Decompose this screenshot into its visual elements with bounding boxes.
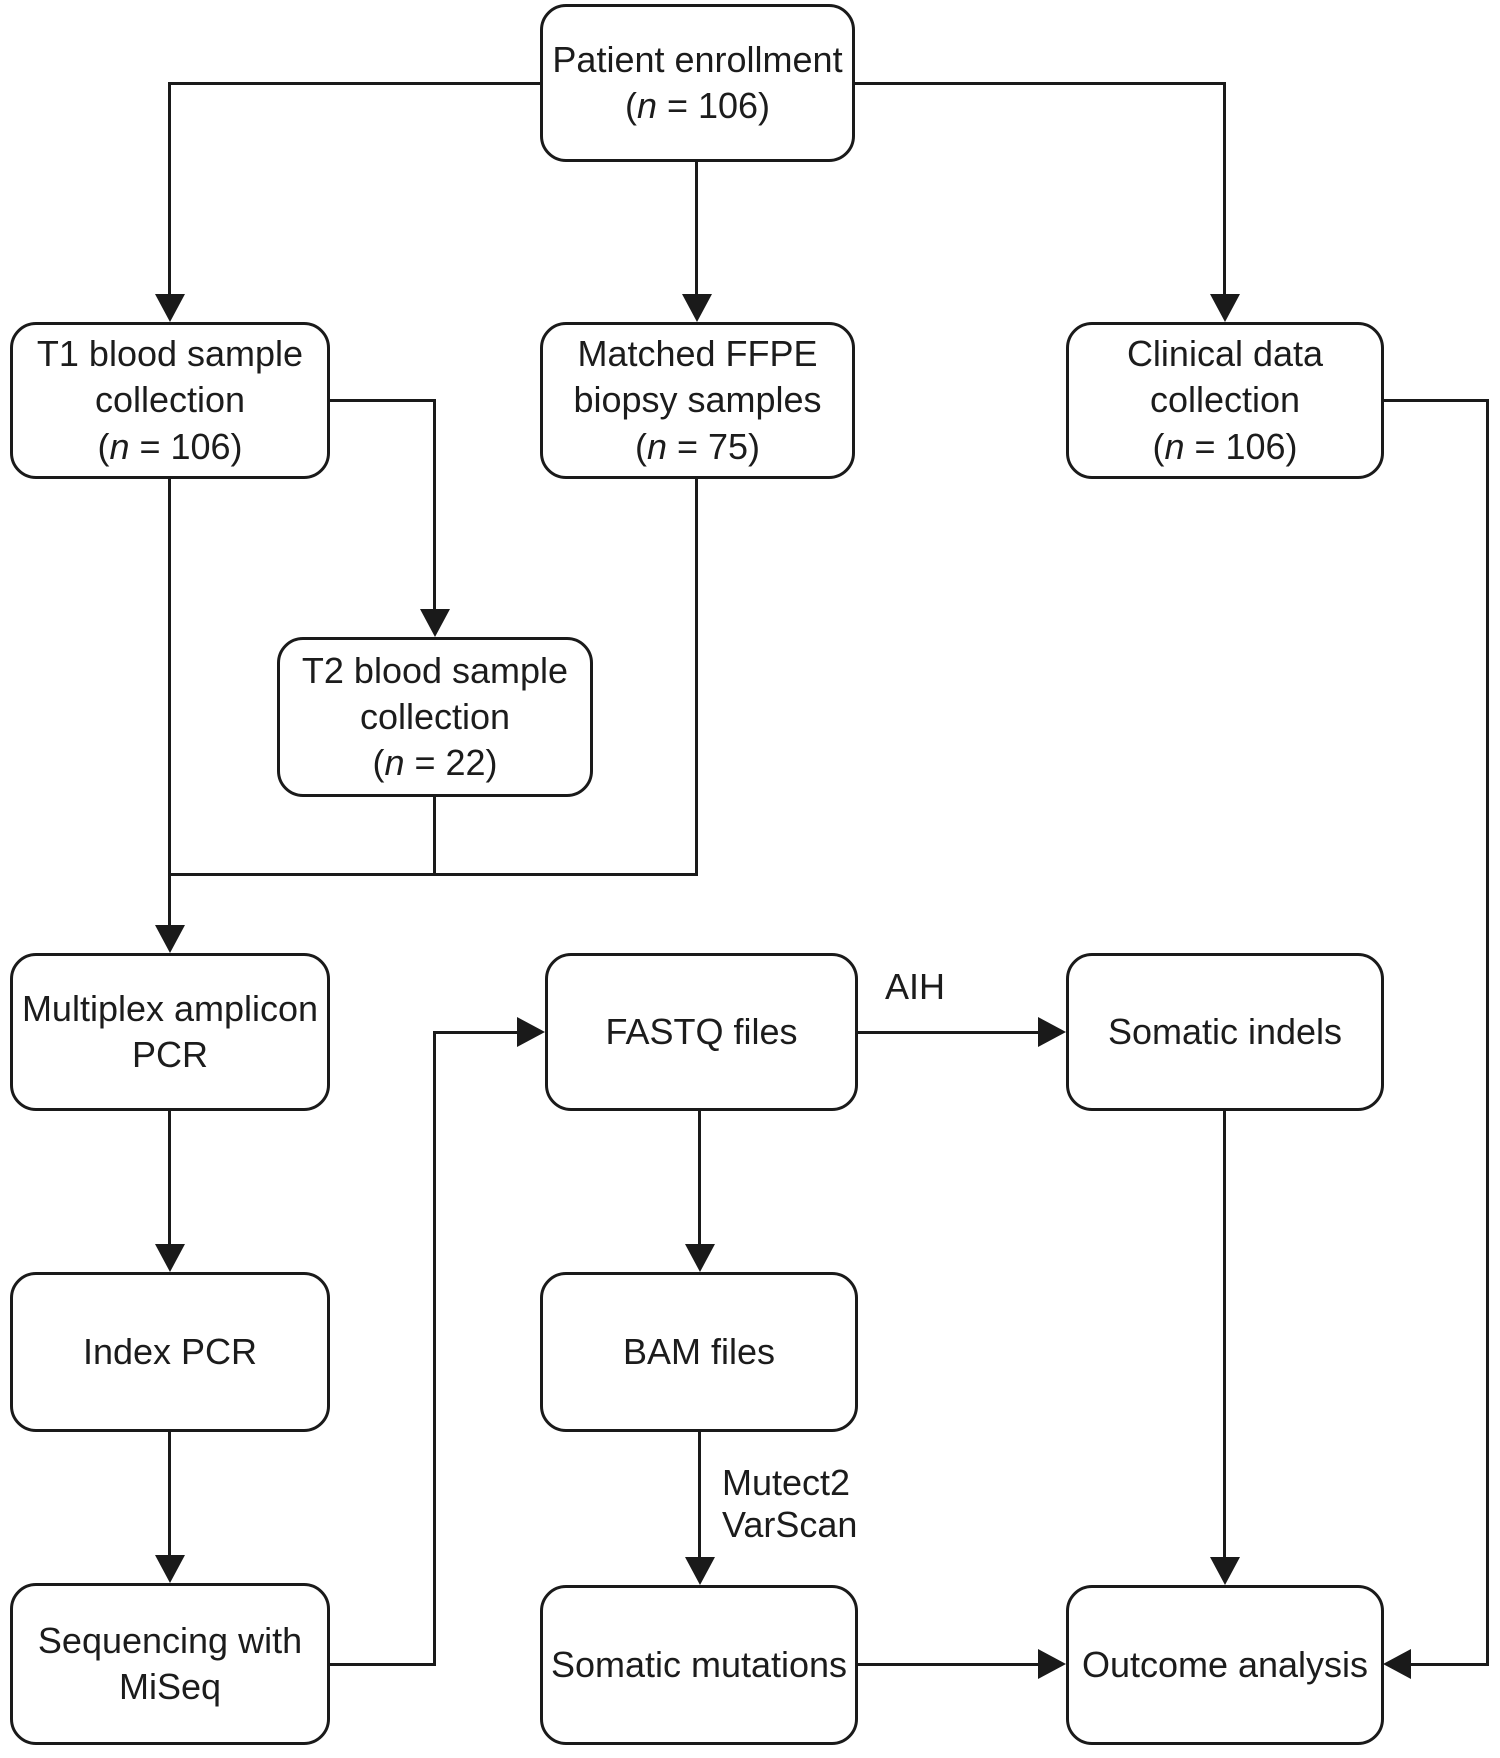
node-label: MiSeq — [118, 1666, 222, 1707]
arrowhead-into-ffpe — [682, 294, 712, 322]
node-label: Matched FFPE — [577, 333, 818, 375]
arrowhead-into-fastq — [517, 1017, 545, 1047]
node-label: Somatic mutations — [550, 1643, 848, 1685]
arrowhead-into-outcome-left — [1038, 1649, 1066, 1679]
node-label: FASTQ files — [605, 1010, 798, 1052]
node-label: collection — [359, 695, 511, 737]
node-count: (n = 22) — [372, 742, 498, 784]
node-count: (n = 106) — [1152, 425, 1298, 467]
edge-riser-to-fastq-horizontal — [433, 1031, 519, 1034]
edge-bam-to-mutations-vertical — [698, 1431, 701, 1559]
node-label: BAM files — [622, 1330, 776, 1372]
arrowhead-into-clinical — [1210, 294, 1240, 322]
edge-label-varscan: VarScan — [722, 1504, 858, 1546]
node-label: T1 blood sample — [36, 333, 304, 375]
edge-miseq-to-fastq-riser-vertical — [433, 1031, 436, 1666]
node-count: (n = 106) — [624, 85, 771, 126]
edge-ffpe-to-junction-vertical — [695, 478, 698, 876]
node-label: Sequencing with — [37, 1619, 303, 1661]
arrowhead-into-bam — [685, 1244, 715, 1272]
edge-rail-to-outcome-horizontal — [1410, 1663, 1489, 1666]
edge-enrollment-to-clinical-horizontal — [853, 82, 1225, 85]
edge-enrollment-to-t1-vertical — [168, 82, 171, 296]
node-label: Outcome analysis — [1081, 1643, 1369, 1685]
edge-clinical-to-outcome-vertical — [1486, 399, 1489, 1666]
node-label: Multiplex amplicon — [21, 987, 319, 1029]
node-somatic-mutations: Somatic mutations — [540, 1585, 858, 1745]
edge-multiplex-to-index-vertical — [168, 1110, 171, 1246]
arrowhead-into-outcome-right — [1383, 1649, 1411, 1679]
edge-t1-to-t2-horizontal — [329, 399, 435, 402]
arrowhead-into-outcome-top — [1210, 1557, 1240, 1585]
edge-miseq-right-horizontal — [329, 1663, 435, 1666]
edge-fastq-to-bam-vertical — [698, 1110, 701, 1246]
edge-index-to-miseq-vertical — [168, 1431, 171, 1557]
arrowhead-into-indels — [1038, 1017, 1066, 1047]
node-label: collection — [94, 379, 246, 421]
node-patient-enrollment: Patient enrollment (n = 106) — [540, 4, 855, 162]
edge-label-mutect2-varscan: Mutect2 VarScan — [722, 1462, 857, 1547]
node-label: collection — [1149, 379, 1301, 421]
node-label: Somatic indels — [1107, 1010, 1343, 1052]
edge-enrollment-to-ffpe-vertical — [695, 161, 698, 296]
edge-t2-to-junction-vertical — [433, 796, 436, 876]
arrowhead-into-multiplex — [155, 925, 185, 953]
node-multiplex-amplicon-pcr: Multiplex amplicon PCR — [10, 953, 330, 1111]
edge-t1-to-t2-vertical — [433, 399, 436, 611]
node-t2-blood-sample-collection: T2 blood sample collection (n = 22) — [277, 637, 593, 797]
node-t1-blood-sample-collection: T1 blood sample collection (n = 106) — [10, 322, 330, 479]
arrowhead-into-t1 — [155, 294, 185, 322]
node-label: Patient enrollment — [552, 38, 843, 80]
node-index-pcr: Index PCR — [10, 1272, 330, 1432]
arrowhead-into-mutations — [685, 1557, 715, 1585]
node-label: PCR — [131, 1034, 208, 1075]
edge-t1-to-junction-vertical — [168, 478, 171, 876]
edge-junction-horizontal — [168, 873, 698, 876]
edge-mutations-to-outcome-horizontal — [857, 1663, 1038, 1666]
edge-indels-to-outcome-vertical — [1223, 1110, 1226, 1559]
edge-clinical-right-horizontal — [1383, 399, 1489, 402]
node-count: (n = 75) — [634, 425, 761, 467]
node-outcome-analysis: Outcome analysis — [1066, 1585, 1384, 1745]
node-sequencing-with-miseq: Sequencing with MiSeq — [10, 1583, 330, 1745]
node-count: (n = 106) — [97, 425, 243, 467]
edge-fastq-to-indels-horizontal — [857, 1031, 1038, 1034]
node-fastq-files: FASTQ files — [545, 953, 858, 1111]
node-matched-ffpe-biopsy-samples: Matched FFPE biopsy samples (n = 75) — [540, 322, 855, 479]
edge-label-mutect2: Mutect2 — [722, 1462, 851, 1503]
edge-enrollment-to-t1-horizontal — [170, 82, 542, 85]
edge-enrollment-to-clinical-vertical — [1223, 82, 1226, 296]
node-clinical-data-collection: Clinical data collection (n = 106) — [1066, 322, 1384, 479]
node-label: biopsy samples — [573, 379, 822, 421]
node-label: T2 blood sample — [301, 649, 569, 691]
node-somatic-indels: Somatic indels — [1066, 953, 1384, 1111]
node-label: Clinical data — [1126, 333, 1324, 375]
arrowhead-into-index-pcr — [155, 1244, 185, 1272]
edge-junction-to-multiplex-vertical — [168, 873, 171, 927]
edge-label-aih: AIH — [884, 966, 945, 1007]
arrowhead-into-miseq — [155, 1555, 185, 1583]
arrowhead-into-t2 — [420, 609, 450, 637]
node-bam-files: BAM files — [540, 1272, 858, 1432]
node-label: Index PCR — [82, 1330, 258, 1372]
